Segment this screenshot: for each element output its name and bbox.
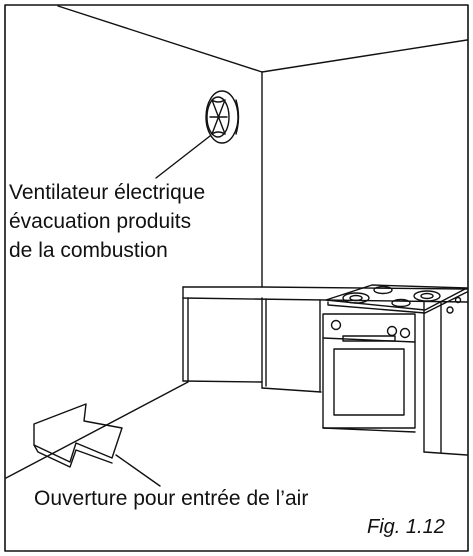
oven bbox=[322, 313, 416, 433]
room-walls bbox=[5, 5, 468, 479]
kitchen-cabinets bbox=[182, 297, 468, 456]
air-inlet-label: Ouverture pour entrée de l’air bbox=[34, 487, 309, 510]
fan-label-line-3: de la combustion bbox=[9, 239, 168, 262]
figure-number: Fig. 1.12 bbox=[367, 516, 445, 538]
fan-leader-line bbox=[155, 135, 211, 179]
electric-fan-icon bbox=[205, 90, 240, 144]
air-inlet-leader-line bbox=[115, 454, 161, 487]
fan-label-line-1: Ventilateur électrique bbox=[9, 181, 206, 204]
air-inlet-arrow-icon bbox=[33, 403, 123, 468]
fan-label-line-2: évacuation produits bbox=[9, 210, 192, 233]
kitchen-worktop bbox=[182, 286, 468, 303]
gas-cooktop bbox=[325, 284, 468, 314]
figure-frame bbox=[4, 4, 469, 552]
